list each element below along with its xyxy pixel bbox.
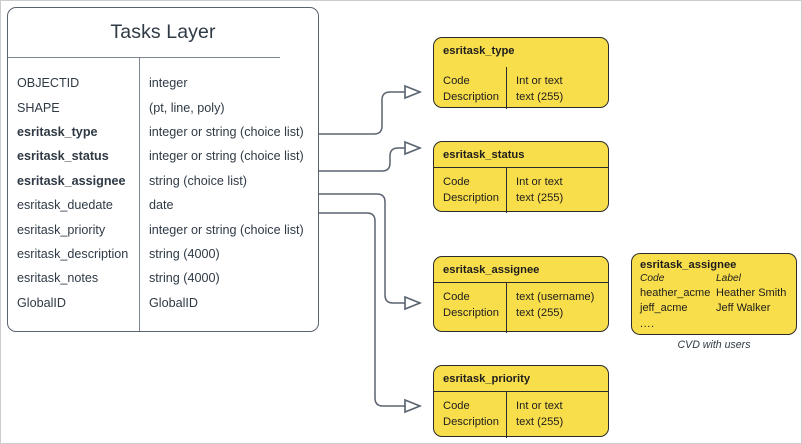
cvd-code-header: Code (640, 273, 665, 284)
table-row: esritask_status integer or string (choice… (8, 144, 318, 168)
field-type: string (choice list) (149, 173, 247, 188)
domain-value: Int or text (516, 176, 563, 188)
domain-value: text (username) (516, 291, 595, 303)
field-type: string (4000) (149, 246, 220, 261)
column-divider (139, 57, 140, 331)
domain-title: esritask_priority (443, 373, 531, 385)
domain-column-divider (506, 282, 507, 333)
table-row: GlobalID GlobalID (8, 291, 318, 315)
field-type: integer or string (choice list) (149, 149, 304, 164)
table-row: esritask_notes string (4000) (8, 266, 318, 290)
cvd-code: heather_acme (640, 287, 711, 299)
domain-value-column: text (username) text (255) (516, 290, 594, 321)
cvd-caption: CVD with users (677, 339, 751, 351)
cvd-ellipsis: .... (640, 318, 655, 330)
field-name: SHAPE (17, 100, 60, 115)
domain-value: text (255) (516, 415, 564, 428)
domain-code: Code (443, 176, 470, 188)
domain-value: text (255) (516, 306, 564, 319)
domain-code-column: Code Description (443, 175, 516, 206)
table-row: esritask_duedate date (8, 193, 318, 217)
domain-title: esritask_type (443, 45, 515, 57)
domain-box-esritask-priority[interactable]: esritask_priority Code Description Int o… (433, 365, 609, 438)
domain-value: Int or text (516, 400, 563, 412)
domain-code: Code (443, 400, 470, 412)
domain-value: text (255) (516, 191, 564, 204)
table-row: OBJECTID integer (8, 71, 318, 95)
cvd-header-row: Code Label (640, 273, 792, 284)
domain-title: esritask_assignee (443, 264, 540, 276)
table-row: esritask_description string (4000) (8, 242, 318, 266)
field-type: string (4000) (149, 271, 220, 286)
domain-code-column: Code Description (443, 399, 516, 430)
header-divider (8, 57, 280, 58)
domain-rows: Code Description Int or text text (255) (443, 175, 563, 206)
domain-code: Code (443, 291, 470, 303)
field-type: GlobalID (149, 295, 198, 310)
domain-value-column: Int or text text (255) (516, 399, 563, 430)
domain-header-divider (434, 282, 608, 283)
domain-title: esritask_status (443, 149, 525, 161)
field-name: esritask_notes (17, 271, 99, 286)
field-name: esritask_duedate (17, 198, 113, 213)
cvd-label: Jeff Walker (716, 302, 771, 314)
domain-header-divider (434, 167, 608, 168)
domain-code: Description (443, 306, 499, 319)
domain-column-divider (506, 67, 507, 109)
domain-value-column: Int or text text (255) (516, 175, 563, 206)
field-type: integer or string (choice list) (149, 222, 304, 237)
domain-column-divider (506, 167, 507, 213)
domain-code: Code (443, 75, 470, 87)
connector-type (318, 92, 420, 135)
cvd-users-box[interactable]: esritask_assignee Code Label heather_acm… (631, 253, 797, 335)
domain-rows: Code Description Int or text text (255) (443, 74, 563, 105)
domain-value: Int or text (516, 75, 563, 87)
cvd-label: Heather Smith (716, 287, 787, 299)
field-type: integer or string (choice list) (149, 124, 304, 139)
cvd-label-header: Label (716, 273, 741, 284)
domain-rows: Code Description text (username) text (2… (443, 290, 594, 321)
domain-header-divider (434, 391, 608, 392)
cvd-entry-row: heather_acme Heather Smith (640, 287, 792, 299)
field-name: OBJECTID (17, 76, 80, 91)
cvd-entry-row: jeff_acme Jeff Walker (640, 302, 792, 314)
cvd-title: esritask_assignee (640, 259, 737, 271)
field-name: esritask_type (17, 124, 98, 139)
field-name: esritask_assignee (17, 173, 126, 188)
domain-box-esritask-assignee[interactable]: esritask_assignee Code Description text … (433, 256, 609, 333)
cvd-code: jeff_acme (640, 302, 688, 314)
domain-rows: Code Description Int or text text (255) (443, 399, 563, 430)
domain-column-divider (506, 391, 507, 438)
domain-value-column: Int or text text (255) (516, 74, 563, 105)
table-row: SHAPE (pt, line, poly) (8, 95, 318, 119)
field-type: date (149, 198, 174, 213)
domain-code: Description (443, 191, 499, 204)
page-title: Tasks Layer (110, 21, 216, 43)
connector-priority (318, 212, 420, 406)
domain-box-esritask-status[interactable]: esritask_status Code Description Int or … (433, 141, 609, 213)
domain-value: text (255) (516, 90, 564, 103)
field-type: (pt, line, poly) (149, 100, 225, 115)
domain-code: Description (443, 90, 499, 103)
connector-status (318, 148, 420, 172)
table-row: esritask_type integer or string (choice l… (8, 120, 318, 144)
field-name: GlobalID (17, 295, 66, 310)
connector-assignee (318, 193, 420, 303)
field-name: esritask_description (17, 246, 129, 261)
domain-code-column: Code Description (443, 290, 516, 321)
domain-code: Description (443, 415, 499, 428)
domain-code-column: Code Description (443, 74, 516, 105)
domain-box-esritask-type[interactable]: esritask_type Code Description Int or te… (433, 37, 609, 109)
table-row: esritask_assignee string (choice list) (8, 169, 318, 193)
field-name: esritask_status (17, 149, 109, 164)
table-row: esritask_priority integer or string (choi… (8, 217, 318, 241)
field-type: integer (149, 76, 188, 91)
field-name: esritask_priority (17, 222, 106, 237)
